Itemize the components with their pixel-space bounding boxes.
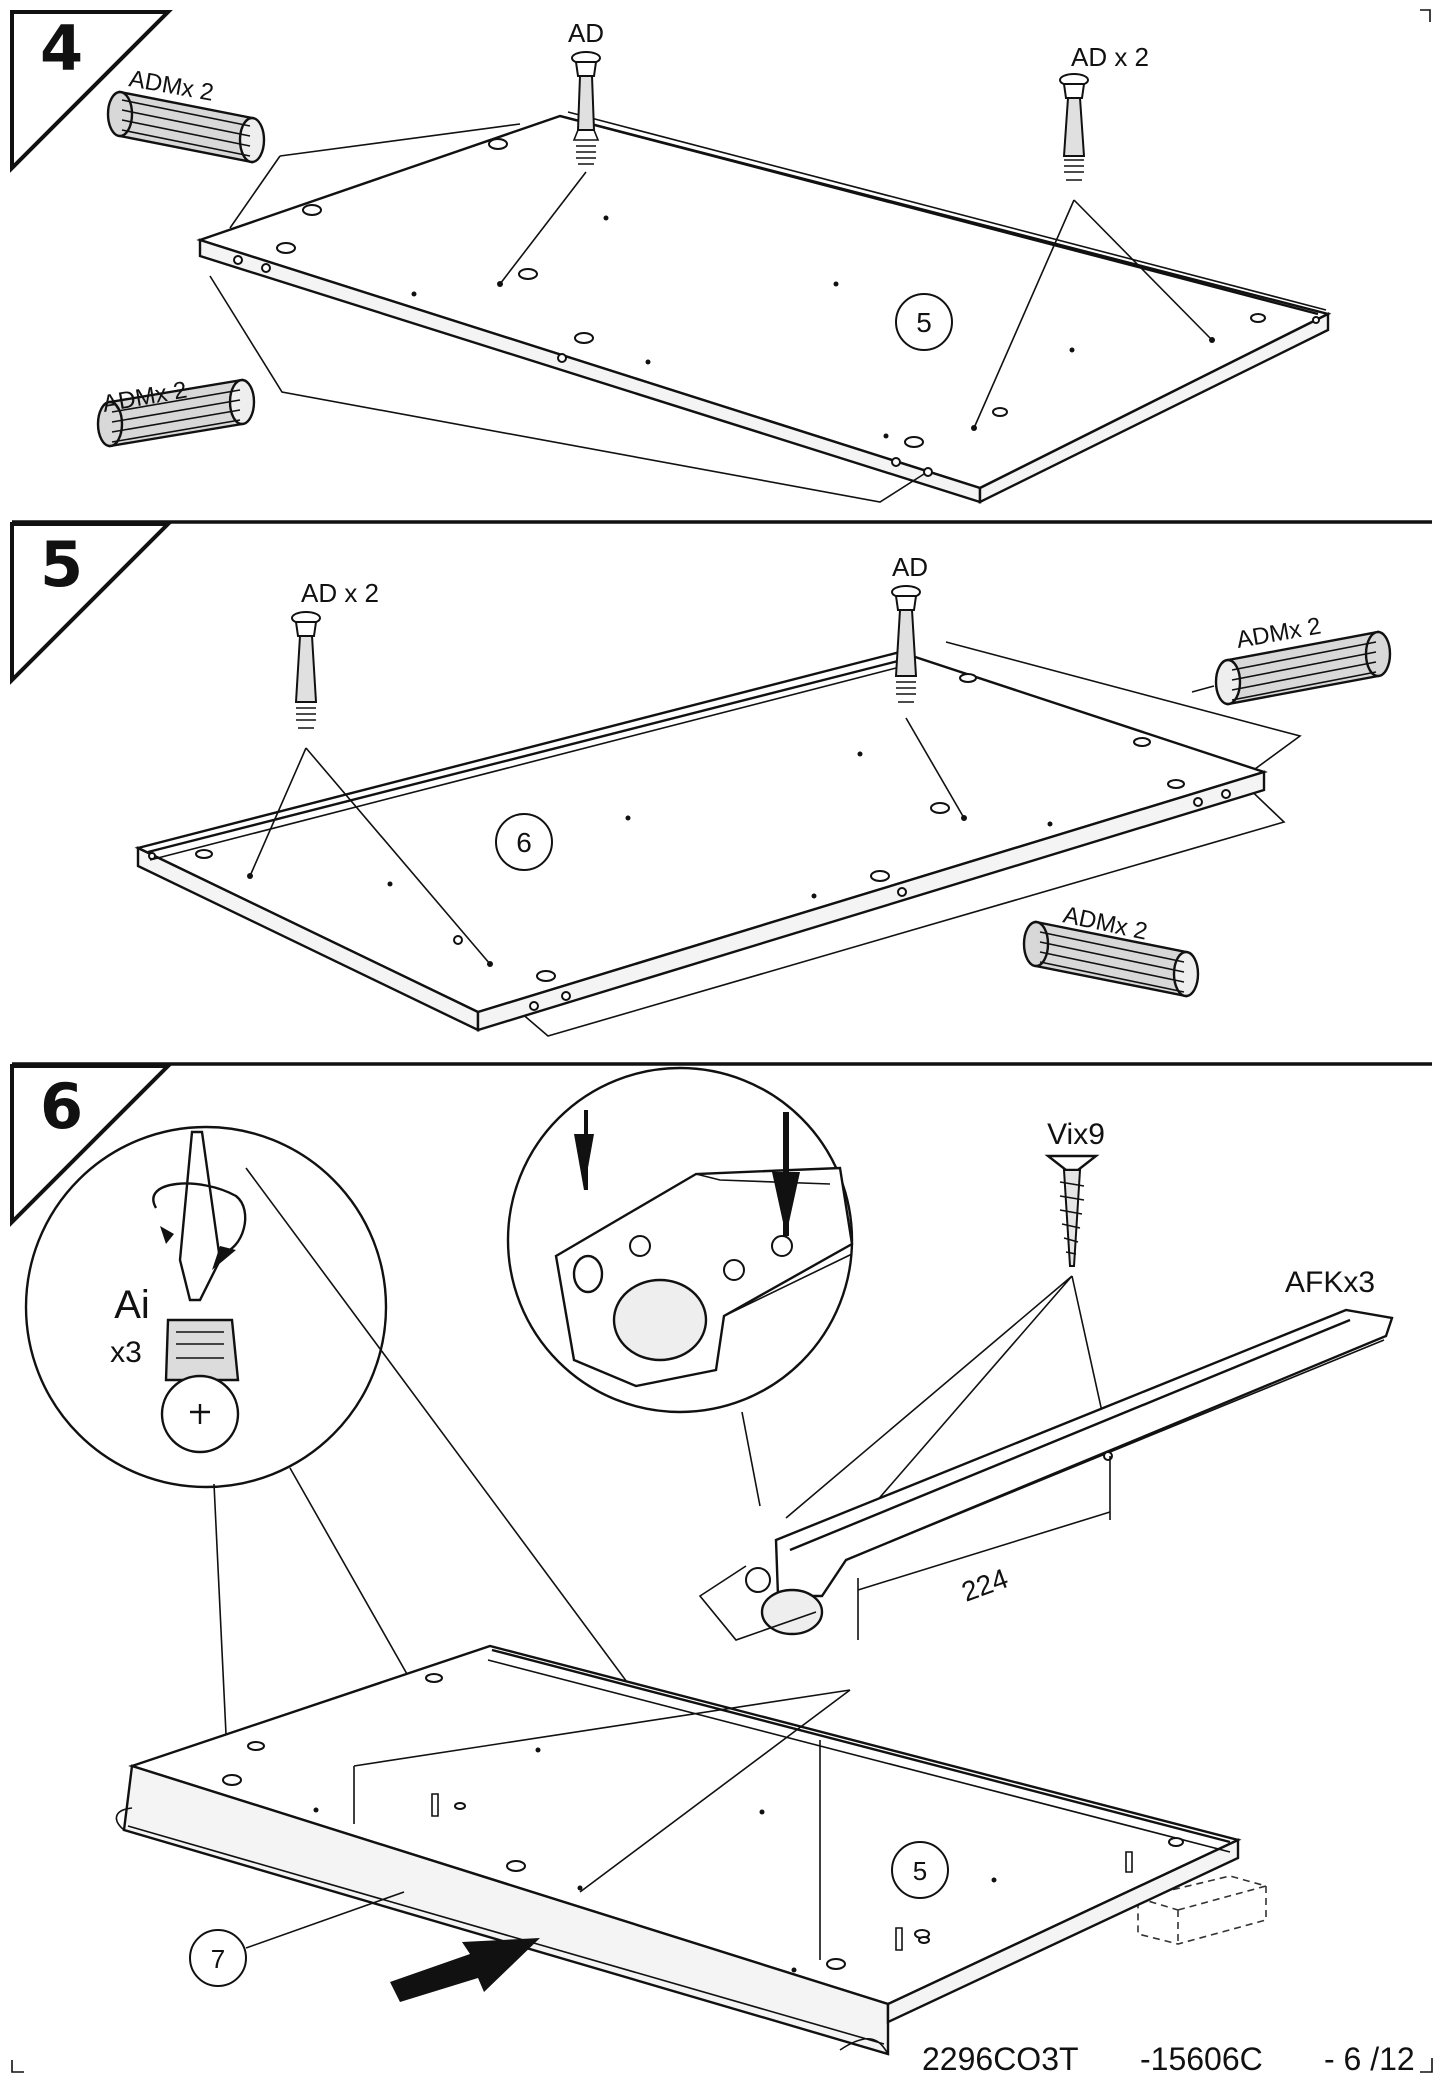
- runner-dimension: 224: [957, 1563, 1012, 1608]
- step-4-dowel-bottom-leader: [209, 275, 925, 503]
- screw-vi: Vix9: [1044, 1118, 1105, 1267]
- step-5-panel: [134, 650, 1268, 1032]
- step-4-badge: [10, 10, 173, 173]
- cam-lock-detail: Ai x3: [24, 1125, 388, 1489]
- step-5-bolt-single-label: AD: [892, 552, 928, 582]
- crop-mark-bottom-right: [1420, 2058, 1433, 2073]
- bracket-detail-leader: [741, 1411, 761, 1507]
- step-5: 5: [10, 522, 1392, 1037]
- step-4: 4: [10, 10, 1332, 504]
- cam-lock-icon: [164, 1318, 240, 1382]
- footer-page-number: - 6 /12: [1324, 2041, 1415, 2077]
- step-4-panel-number: 5: [895, 293, 953, 351]
- step-4-number: 4: [40, 12, 83, 85]
- step-6-front-number: 7: [189, 1891, 405, 1987]
- step-5-bolt-double-label: AD x 2: [301, 578, 379, 608]
- step-4-bolt-double-label: AD x 2: [1071, 42, 1149, 72]
- svg-text:5: 5: [916, 307, 932, 338]
- step-5-dowel-top: ADMx 2: [1214, 612, 1392, 706]
- step-4-dowel-top: ADMx 2: [106, 65, 266, 164]
- runner-label: AFKx3: [1285, 1266, 1375, 1299]
- step-6: 6 Ai x3: [10, 1064, 1394, 2056]
- step-5-badge: [10, 522, 173, 685]
- step-4-panel: [196, 111, 1332, 504]
- step-4-bolt-single-leader: [499, 171, 587, 285]
- step-5-dowel-top-leader: [1191, 685, 1215, 693]
- cam-lock-label: Ai: [114, 1283, 150, 1327]
- footer-code-a: 2296CO3T: [922, 2041, 1079, 2077]
- step-4-dowel-bottom: ADMx 2: [96, 376, 256, 448]
- step-4-bolt-single: AD: [568, 18, 604, 165]
- step-4-bolt-double: AD x 2: [1059, 42, 1149, 181]
- page-footer: 2296CO3T -15606C - 6 /12: [922, 2041, 1415, 2077]
- cam-lock-count: x3: [110, 1336, 142, 1369]
- svg-text:5: 5: [913, 1856, 927, 1886]
- step-5-bolt-single-leader: [905, 717, 965, 819]
- step-5-number: 5: [40, 528, 83, 601]
- svg-text:6: 6: [516, 827, 532, 858]
- rotate-arrow-icon: [152, 1182, 247, 1256]
- crop-mark-bottom-left: [11, 2060, 24, 2073]
- step-6-panel-number: 5: [891, 1841, 949, 1899]
- step-4-bolt-single-label: AD: [568, 18, 604, 48]
- step-5-bolt-double-leader: [249, 747, 491, 965]
- runner-bracket-detail: [506, 1066, 854, 1414]
- screw-label: Vix9: [1047, 1118, 1105, 1151]
- step-6-number: 6: [40, 1070, 83, 1143]
- svg-text:7: 7: [211, 1944, 225, 1974]
- step-6-badge: [10, 1064, 173, 1227]
- step-5-dowel-bottom: ADMx 2: [1022, 901, 1200, 998]
- dimension-lines: [857, 1456, 1111, 1640]
- footer-code-b: -15606C: [1140, 2041, 1263, 2077]
- screwdriver-icon: [178, 1130, 222, 1302]
- runner-position-lines: [353, 1689, 851, 1960]
- step-4-dowel-top-leader: [229, 123, 521, 229]
- step-5-bolt-single: AD: [891, 552, 928, 703]
- crop-mark-top-right: [1420, 9, 1431, 22]
- step-5-panel-number: 6: [495, 813, 553, 871]
- push-direction-arrow-icon: [390, 1938, 540, 2002]
- step-5-back-plane: [519, 641, 1302, 1037]
- step-4-bolt-double-leader: [973, 199, 1213, 429]
- step-5-bolt-double: AD x 2: [291, 578, 379, 729]
- step-6-panel: [115, 1644, 1242, 2056]
